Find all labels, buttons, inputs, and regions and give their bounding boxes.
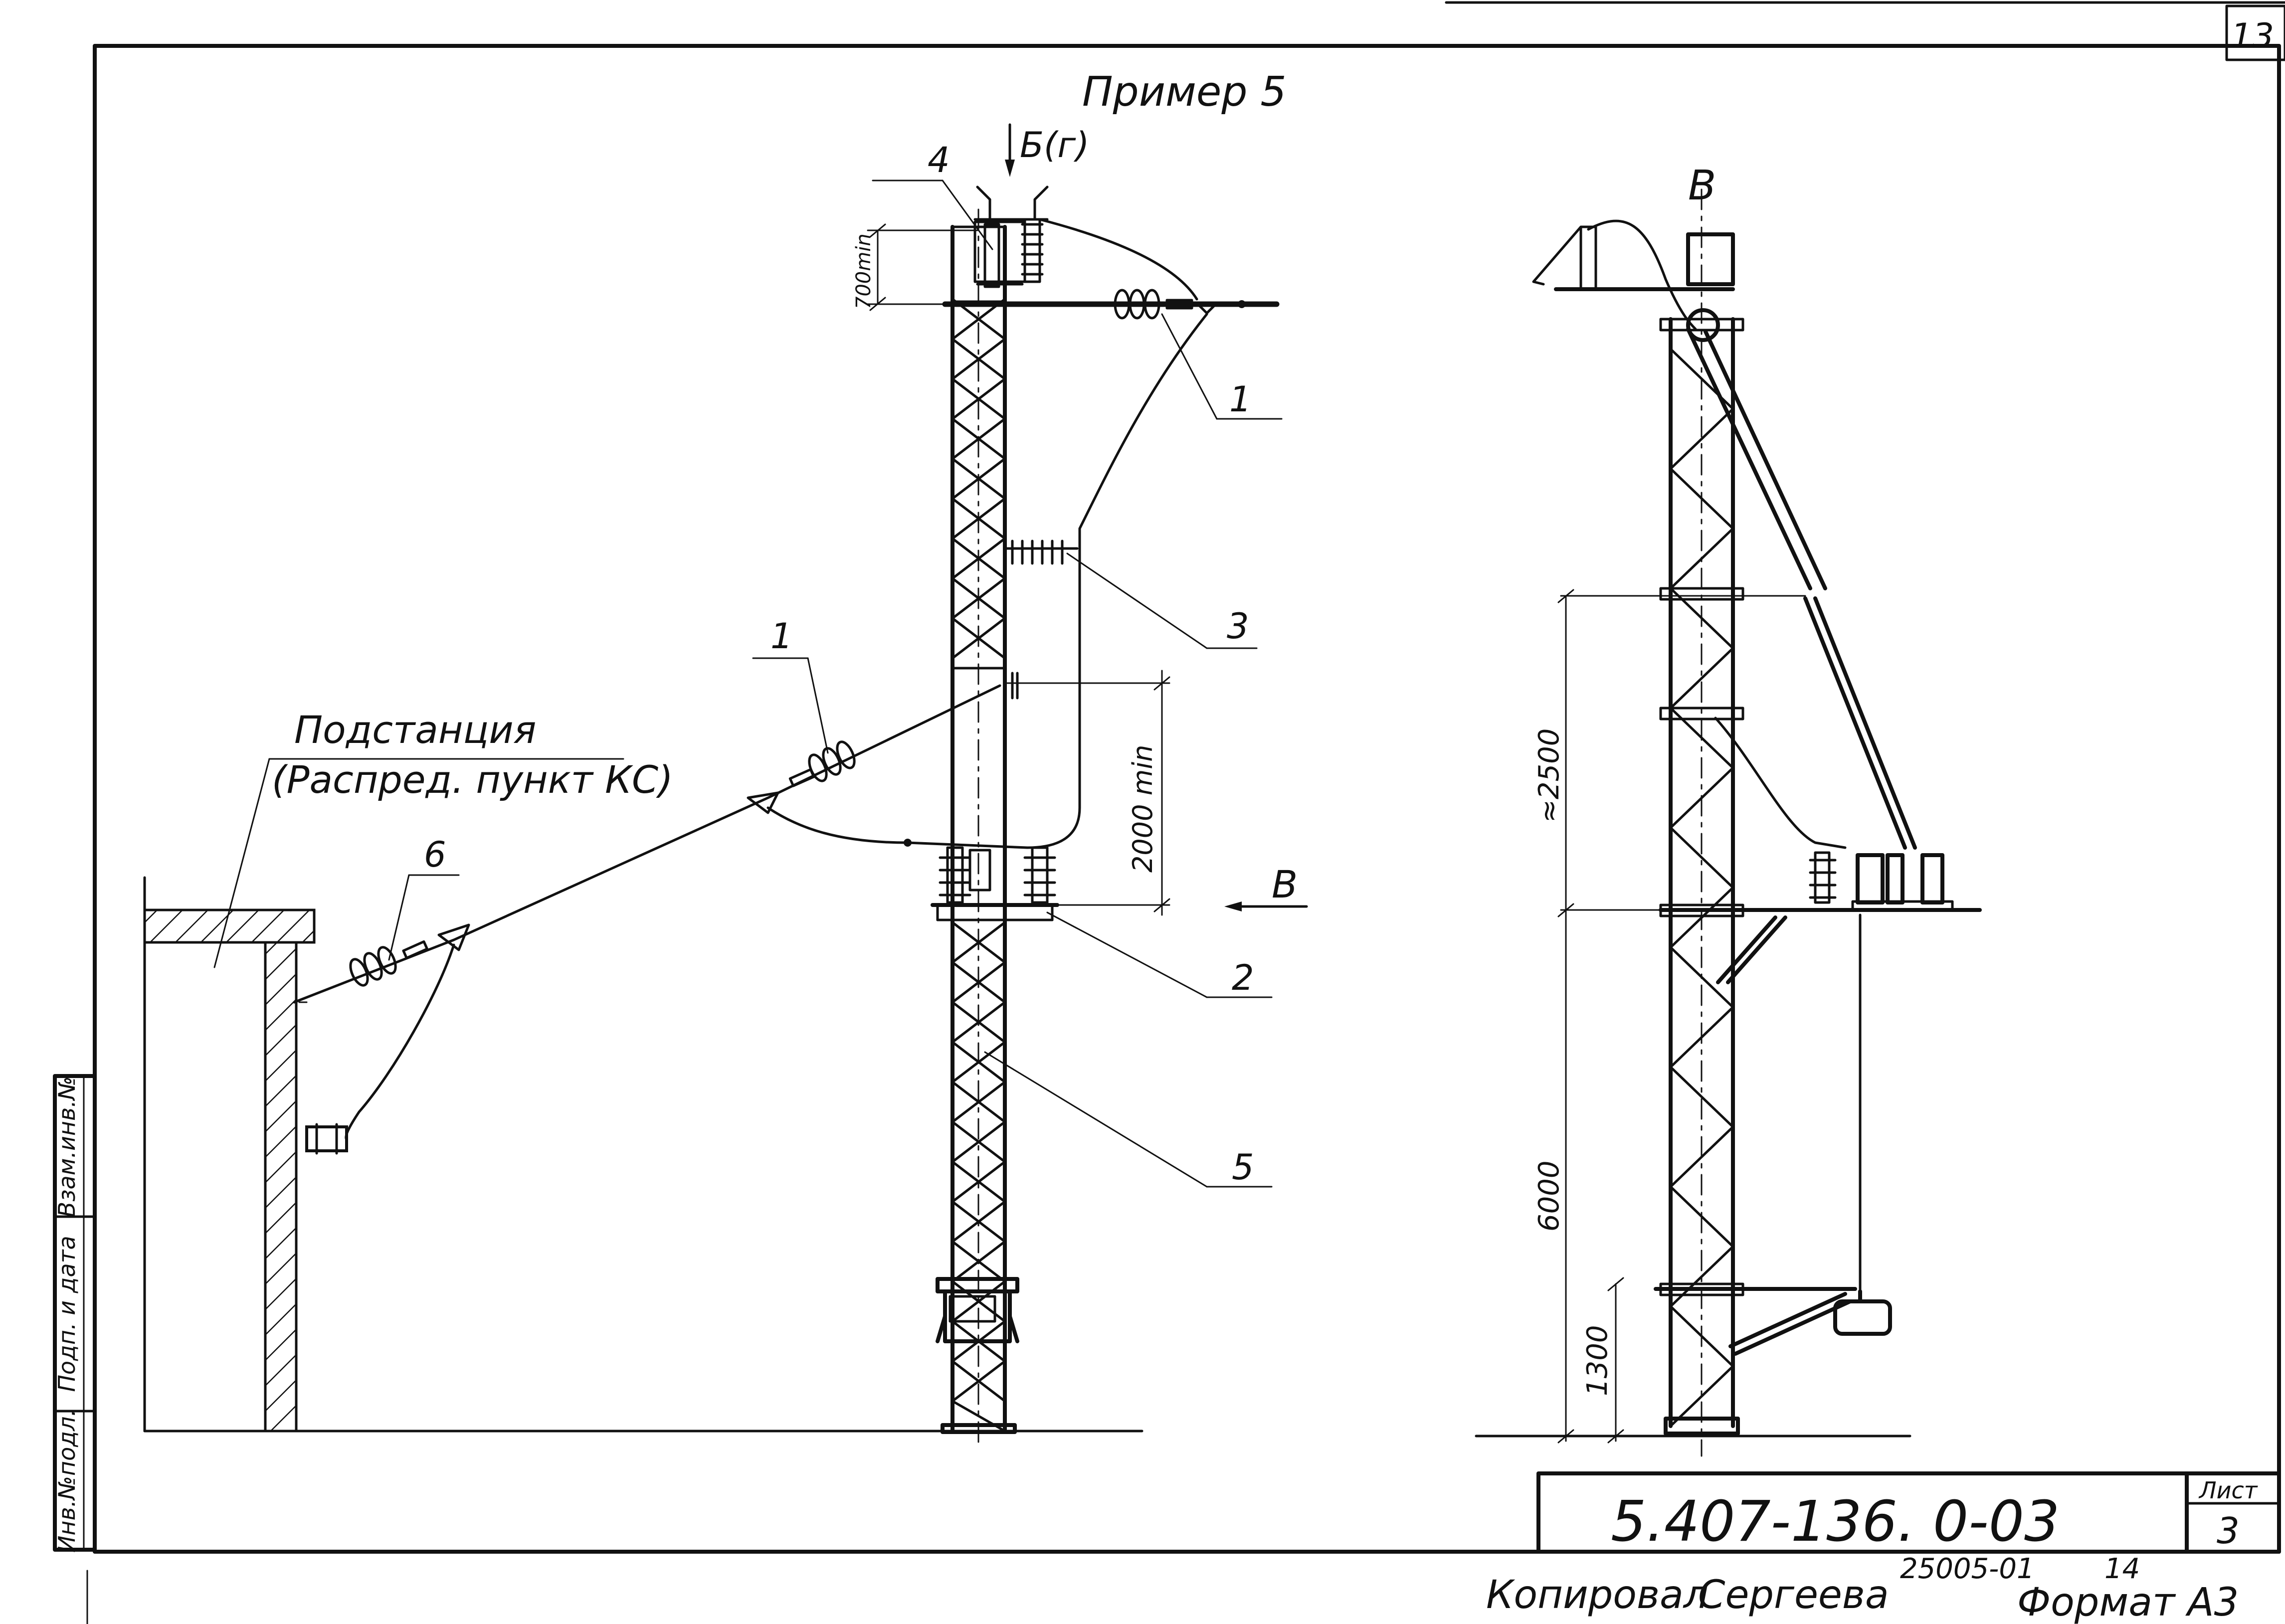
callout-1-right-number: 1 (1229, 379, 1252, 420)
side-lead-wire (1587, 219, 1697, 331)
side-equipment (1659, 851, 1982, 1293)
view-label-top: Б(г) (1020, 125, 1089, 166)
copied-by-label: Копировал (1486, 1573, 1709, 1618)
dim-top-label: 700min (852, 233, 875, 309)
callout-1-left (752, 657, 829, 754)
equipment-platform (931, 846, 1059, 921)
insulator-string-low (349, 923, 470, 987)
side-drive (1654, 1287, 1892, 1356)
side-dim-lower: 1300 (1581, 1325, 1614, 1396)
side-dim-upper: ≈2500 (1533, 728, 1565, 823)
callout-3-number: 3 (1227, 606, 1249, 647)
dimension-mid (1006, 670, 1170, 916)
callout-5 (984, 1051, 1273, 1188)
drawing-frame (93, 1, 2285, 1554)
cable-span (293, 684, 1001, 1004)
view-arrow-top (1005, 123, 1015, 177)
view-label-side: В (1272, 862, 1298, 906)
stamp-replacement-label: Взам.инв.№ (53, 1076, 80, 1217)
substation-building (143, 876, 348, 1433)
wall-bushing (305, 1123, 348, 1155)
title-block (1536, 1471, 2281, 1554)
drive-box (936, 1277, 1019, 1343)
callout-1-right (1161, 313, 1283, 420)
insulator-string-mid (747, 740, 856, 814)
copied-by-name: Сергеева (1698, 1573, 1889, 1618)
sheet-label: Лист (2198, 1477, 2258, 1504)
callout-5-number: 5 (1232, 1147, 1254, 1188)
substation-label-line2: (Распред. пункт КС) (272, 757, 673, 802)
view-arrow-side (1224, 902, 1308, 911)
arrester-mid (1003, 540, 1079, 565)
dim-mid-label: 2000 min (1127, 745, 1158, 873)
document-code: 5.407-136. 0-03 (1611, 1489, 2060, 1554)
substation-label-line1: Подстанция (294, 708, 536, 752)
disconnector-top (973, 185, 1049, 288)
side-dimensions (1557, 589, 1806, 1444)
callout-1-left-number: 1 (770, 616, 793, 657)
side-dim-middle: 6000 (1533, 1160, 1565, 1232)
callout-4-number: 4 (928, 140, 950, 180)
callout-4 (872, 180, 993, 250)
callout-3 (1066, 552, 1258, 649)
side-top-bracket (1532, 225, 1735, 342)
order-number: 25005-01 (1900, 1553, 2035, 1585)
sheet-number: 13 (2231, 16, 2274, 56)
sheet-value: 3 (2217, 1510, 2240, 1552)
callout-2 (1046, 911, 1273, 998)
callout-6-number: 6 (424, 834, 446, 875)
dimension-top (867, 223, 978, 311)
down-lead-wire (906, 313, 1208, 849)
stamp-signature-label: Подп. и дата (53, 1236, 80, 1392)
lattice-pole-front (941, 208, 1017, 1447)
side-stamp (53, 1074, 97, 1552)
insulator-string-top (1114, 289, 1246, 320)
format-label: Формат А3 (2017, 1580, 2239, 1624)
page-index: 14 (2104, 1553, 2140, 1585)
callout-2-number: 2 (1232, 957, 1254, 998)
callout-6 (388, 874, 460, 961)
stamp-inventory-label: Инв.№подл. (53, 1409, 80, 1553)
top-lead-wire (1038, 218, 1198, 301)
lattice-pole-side (1659, 188, 1744, 1457)
example-title: Пример 5 (1082, 68, 1287, 116)
